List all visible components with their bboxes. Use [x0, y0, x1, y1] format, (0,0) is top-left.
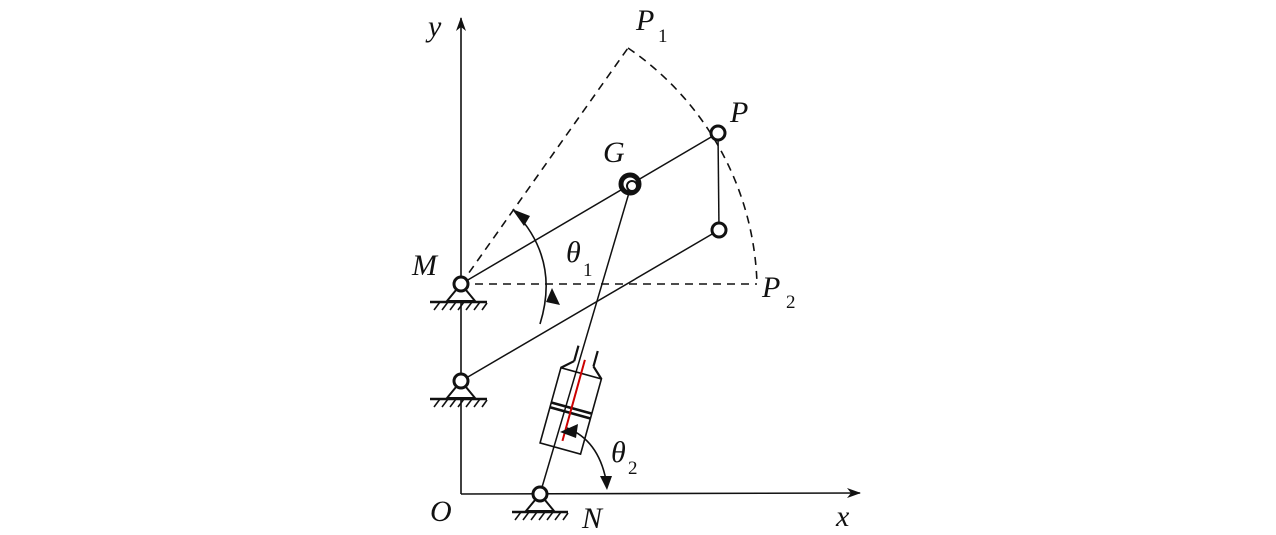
point-p1-subscript: 1 [658, 26, 668, 47]
joint-p [709, 124, 727, 142]
point-m-label: M [411, 249, 439, 282]
dashed-line-m-p1 [460, 47, 629, 285]
point-p-label: P [729, 96, 748, 129]
joint-lower-left [452, 372, 470, 390]
point-g-label: G [603, 136, 625, 169]
upper-link [460, 132, 719, 285]
point-p2-subscript: 2 [786, 292, 796, 313]
actuator-line [539, 185, 632, 495]
theta2-label: θ [611, 436, 626, 469]
hydraulic-cylinder [539, 345, 603, 456]
dashed-arc-p1-p2 [627, 47, 758, 285]
theta1-label: θ [566, 236, 581, 269]
x-axis-label: x [835, 500, 850, 533]
theta1-arc [514, 211, 547, 325]
point-p2-label: P [761, 271, 780, 304]
joint-g-inner [626, 180, 638, 192]
theta1-arrow-top [512, 209, 530, 226]
point-n-label: N [581, 502, 604, 535]
cylinder-rod-red [561, 359, 586, 442]
theta2-arrow-bottom [600, 476, 612, 490]
theta2-arrow-top [560, 424, 578, 438]
lower-link [460, 229, 720, 382]
theta1-arrow-bottom [546, 288, 560, 305]
ground-support-lower [430, 379, 488, 408]
theta1-subscript: 1 [583, 260, 593, 281]
theta2-subscript: 2 [628, 458, 638, 479]
vertical-link [717, 132, 720, 231]
joint-n [531, 485, 549, 503]
point-p1-label: P [635, 4, 654, 37]
x-axis [460, 488, 861, 499]
joint-m [452, 275, 470, 293]
y-axis-label: y [425, 10, 442, 43]
joint-lower-right [710, 221, 728, 239]
origin-label: O [430, 495, 452, 528]
